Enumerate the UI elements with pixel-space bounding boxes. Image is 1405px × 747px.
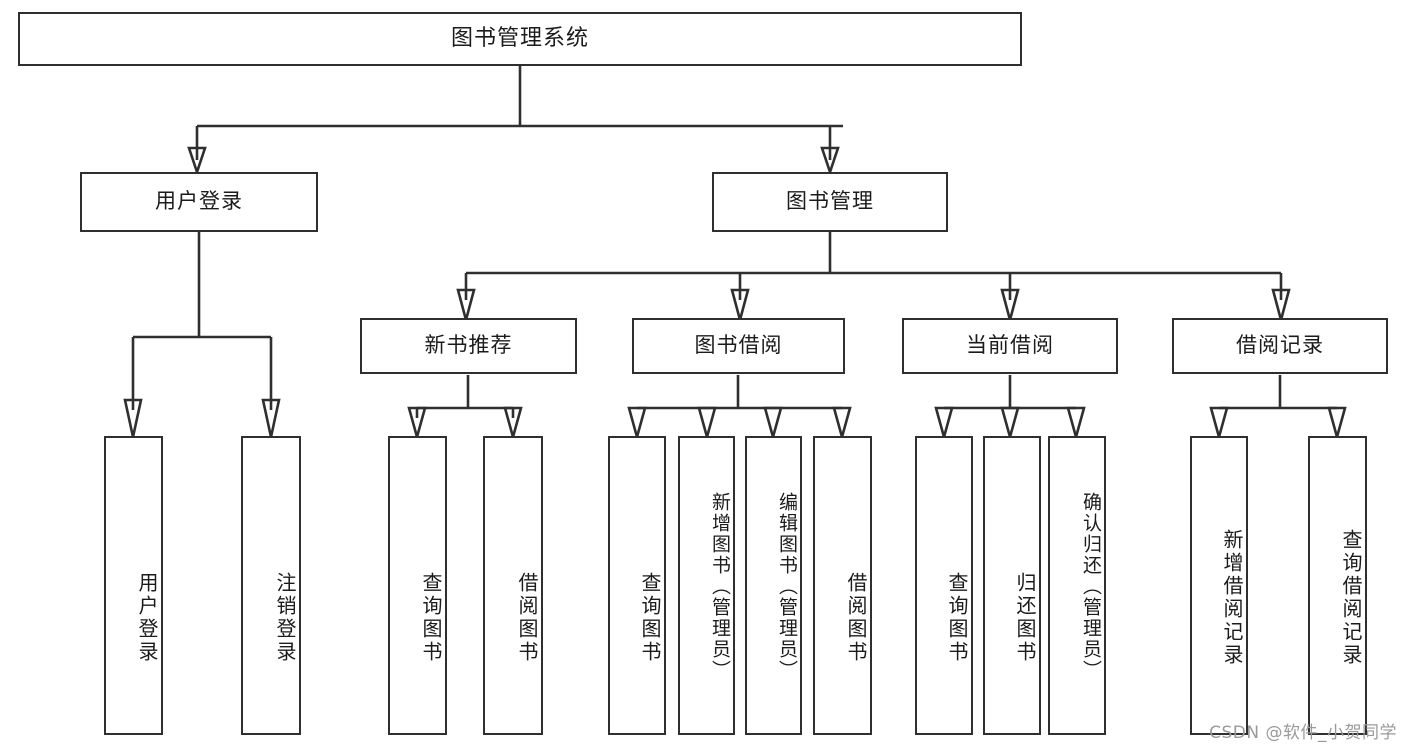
arrowhead-book-borrow [730, 288, 750, 326]
arrowhead-nb-leaf1 [407, 406, 427, 442]
node-current-borrow[interactable]: 当前借阅 [902, 318, 1118, 374]
arrowhead-br-leaf1 [1209, 406, 1229, 442]
arrowhead-book-manage [820, 146, 840, 177]
arrowhead-bb-leaf1 [627, 406, 647, 442]
leaf-user-login-login[interactable]: 用户登录 [104, 436, 163, 735]
arrowhead-bb-leaf2 [697, 406, 717, 442]
arrowhead-bb-leaf4 [832, 406, 852, 442]
leaf-book-borrow-add[interactable]: 新增图书（管理员） [678, 436, 735, 735]
leaf-new-book-query[interactable]: 查询图书 [388, 436, 447, 735]
node-book-management[interactable]: 图书管理 [712, 172, 948, 232]
leaf-current-borrow-confirm-return[interactable]: 确认归还（管理员） [1048, 436, 1106, 735]
leaf-book-borrow-edit[interactable]: 编辑图书（管理员） [745, 436, 802, 735]
arrowhead-leaf-user-login [123, 398, 143, 438]
arrowhead-new-book [456, 288, 476, 326]
node-new-book-recommend[interactable]: 新书推荐 [360, 318, 577, 374]
arrowhead-borrow-record [1271, 288, 1291, 326]
arrowhead-cb-leaf1 [934, 406, 954, 442]
node-root-system[interactable]: 图书管理系统 [18, 12, 1022, 66]
arrowhead-cb-leaf2 [1000, 406, 1020, 442]
arrowhead-cb-leaf3 [1066, 406, 1086, 442]
leaf-borrow-record-query[interactable]: 查询借阅记录 [1308, 436, 1367, 735]
arrowhead-nb-leaf2 [503, 406, 523, 442]
leaf-borrow-record-add[interactable]: 新增借阅记录 [1190, 436, 1248, 735]
leaf-current-borrow-return[interactable]: 归还图书 [983, 436, 1041, 735]
arrowhead-br-leaf2 [1327, 406, 1347, 442]
arrowhead-leaf-logout [261, 398, 281, 438]
leaf-book-borrow-query[interactable]: 查询图书 [608, 436, 666, 735]
arrowhead-current-borrow [1000, 288, 1020, 326]
watermark-credit: CSDN @软件_小贺同学 [1209, 723, 1397, 743]
leaf-current-borrow-query[interactable]: 查询图书 [915, 436, 973, 735]
node-user-login[interactable]: 用户登录 [80, 172, 318, 232]
leaf-book-borrow-borrow[interactable]: 借阅图书 [813, 436, 872, 735]
arrowhead-user-login [187, 146, 207, 177]
node-book-borrow[interactable]: 图书借阅 [632, 318, 845, 374]
node-borrow-record[interactable]: 借阅记录 [1172, 318, 1388, 374]
leaf-new-book-borrow[interactable]: 借阅图书 [483, 436, 543, 735]
leaf-user-login-logout[interactable]: 注销登录 [241, 436, 301, 735]
arrowhead-bb-leaf3 [763, 406, 783, 442]
